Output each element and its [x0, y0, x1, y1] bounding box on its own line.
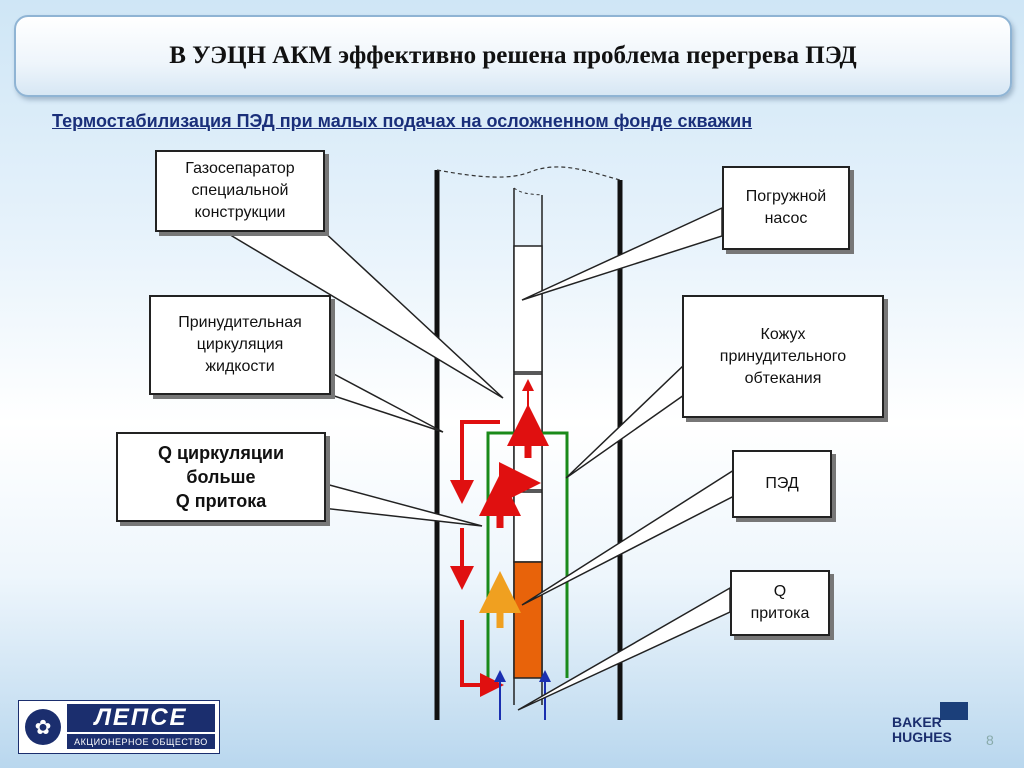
- callout-gas-separator: Газосепаратор специальной конструкции: [155, 150, 325, 232]
- callout-q-compare: Q циркуляции больше Q притока: [116, 432, 326, 522]
- baker-hughes-mark-icon: [940, 702, 968, 720]
- motor-section: [513, 561, 543, 679]
- baker-hughes-logo: BAKER HUGHES: [888, 700, 970, 748]
- callout-forced-circulation: Принудительная циркуляция жидкости: [149, 295, 331, 395]
- page-subtitle: Термостабилизация ПЭД при малых подачах …: [52, 111, 753, 131]
- page-title: В УЭЦН АКМ эффективно решена проблема пе…: [169, 42, 857, 69]
- baker-hughes-line2: HUGHES: [892, 729, 952, 745]
- callout-pointers: [219, 206, 735, 711]
- seal-section: [513, 491, 543, 563]
- page-number: 8: [986, 732, 994, 748]
- callout-q-inflow: Q притока: [730, 570, 830, 636]
- callout-motor: ПЭД: [732, 450, 832, 518]
- lepse-logo: ✿ ЛЕПСЕ АКЦИОНЕРНОЕ ОБЩЕСТВО: [18, 700, 220, 754]
- lepse-logo-name: ЛЕПСЕ: [67, 704, 215, 732]
- lepse-emblem-icon: ✿: [25, 709, 61, 745]
- title-banner: В УЭЦН АКМ эффективно решена проблема пе…: [14, 15, 1012, 97]
- lepse-logo-sub: АКЦИОНЕРНОЕ ОБЩЕСТВО: [67, 734, 215, 749]
- pump-section: [513, 245, 543, 373]
- circulation-arrows: [450, 379, 549, 697]
- baker-hughes-line1: BAKER: [892, 714, 942, 730]
- callout-pump: Погружной насос: [722, 166, 850, 250]
- callout-shroud: Кожух принудительного обтекания: [682, 295, 884, 418]
- well-casing: [434, 166, 623, 720]
